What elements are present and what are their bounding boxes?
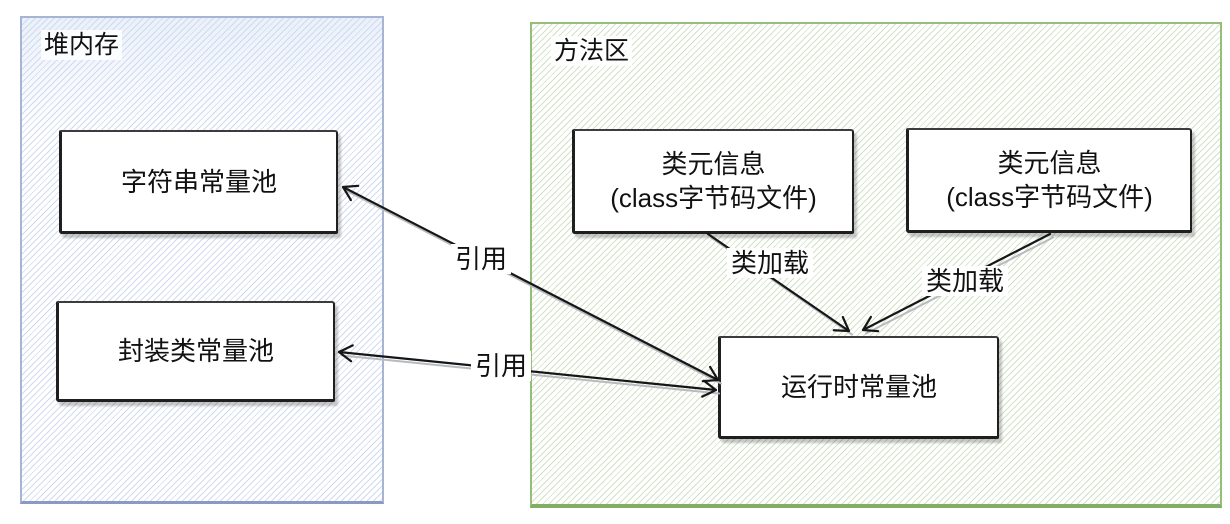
edge-label-classload-2: 类加载 — [921, 266, 1009, 296]
edge-label-classload-1: 类加载 — [726, 248, 814, 278]
node-runtime-constant-pool-label: 运行时常量池 — [780, 372, 937, 402]
node-string-constant-pool: 字符串常量池 — [59, 130, 338, 234]
node-runtime-constant-pool: 运行时常量池 — [718, 336, 999, 439]
region-heap-title: 堆内存 — [41, 30, 123, 60]
edge-label-reference-1: 引用 — [450, 244, 512, 274]
region-heap: 堆内存 — [20, 16, 384, 504]
node-class-meta-2: 类元信息 (class字节码文件) — [906, 128, 1192, 233]
region-method-area-title: 方法区 — [551, 36, 633, 66]
node-wrapper-constant-pool-label: 封装类常量池 — [117, 336, 274, 366]
node-class-meta-1-label: 类元信息 — [661, 149, 766, 179]
node-class-meta-1: 类元信息 (class字节码文件) — [572, 129, 854, 234]
node-class-meta-2-sublabel: (class字节码文件) — [946, 182, 1153, 212]
edge-label-reference-2: 引用 — [470, 351, 532, 381]
node-class-meta-2-label: 类元信息 — [997, 148, 1102, 178]
node-class-meta-1-sublabel: (class字节码文件) — [610, 183, 817, 213]
node-wrapper-constant-pool: 封装类常量池 — [56, 301, 335, 402]
node-string-constant-pool-label: 字符串常量池 — [120, 166, 277, 197]
